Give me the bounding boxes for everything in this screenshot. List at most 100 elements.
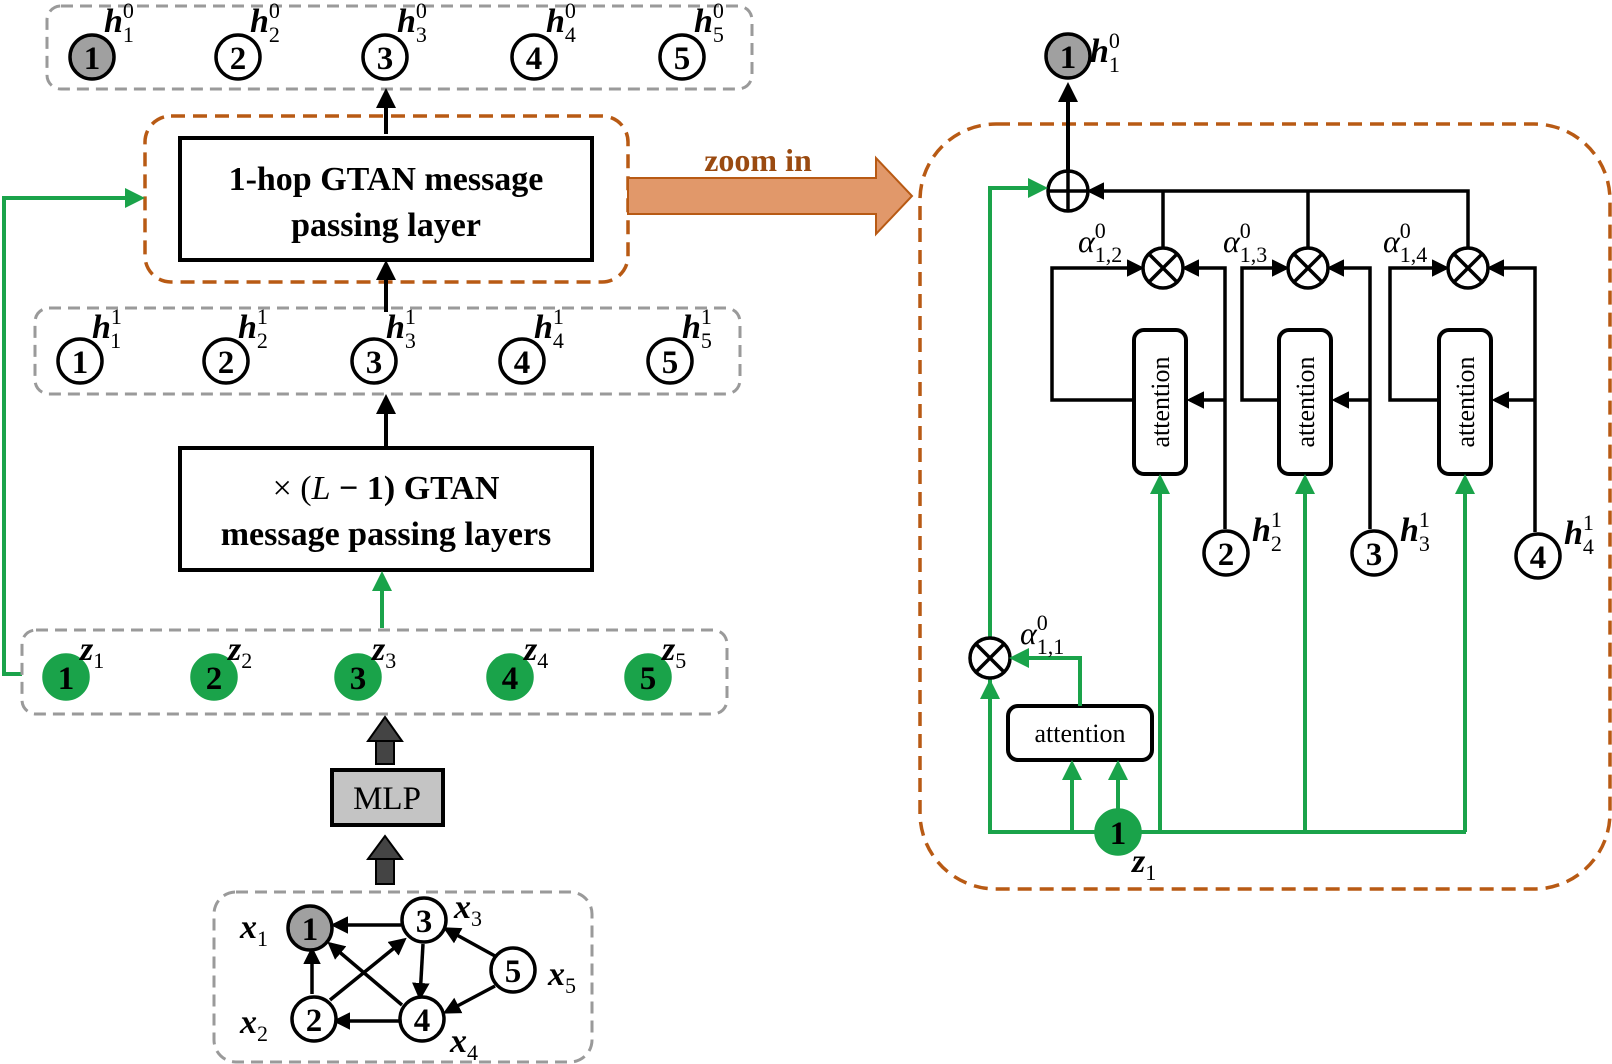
z-node-2-num: 2 [206,661,223,697]
neighbor-feed-2 [1181,259,1227,529]
gtan-layers-box [178,446,594,572]
neighbor-node-4: 4 [1514,532,1562,580]
mid-node-2-num: 2 [218,345,235,381]
gtan-line1: × (L − 1) GTAN [273,470,500,507]
output-node: 1 [1044,32,1092,80]
thick-arrow-graph-to-mlp [366,834,404,885]
self-path-to-sum [988,178,1096,834]
z-node-3: 3 [334,653,382,701]
gtan-line2: message passing layers [221,516,552,553]
self-label: z1 [1131,843,1156,885]
mid-node-2: 2 [202,337,250,385]
top-node-2: 2 [214,33,262,81]
graph-node-1: 1 [286,904,334,952]
neighbor-feed-3 [1326,259,1372,529]
top-node-3-num: 3 [377,41,394,77]
top-node-4-num: 4 [526,41,543,77]
graph-node-4-num: 4 [414,1003,431,1039]
multiply-icon-4 [1446,246,1490,290]
zoom-in-arrow [627,155,914,237]
z-node-4: 4 [486,653,534,701]
mid-node-4-num: 4 [514,345,531,381]
z-label-3: z3 [371,631,396,673]
mid-node-3-num: 3 [366,345,383,381]
neighbor-node-4-num: 4 [1530,540,1547,576]
neighbor-node-2: 2 [1202,529,1250,577]
z-row-container [20,628,729,716]
graph-node-2-num: 2 [306,1003,323,1039]
top-node-1: 1 [68,33,116,81]
mid-node-5: 5 [646,337,694,385]
top-node-2-num: 2 [230,41,247,77]
neighbor-node-3-num: 3 [1366,537,1383,573]
top-row-container [45,4,754,91]
graph-node-5-num: 5 [505,954,522,990]
z-node-5-num: 5 [640,661,657,697]
neighbor-node-2-num: 2 [1218,537,1235,573]
bus-products-to-sum [1086,182,1470,258]
top-node-5: 5 [658,33,706,81]
graph-node-1-num: 1 [302,912,319,948]
multiply-self-icon [968,636,1012,680]
mlp-box [330,768,445,827]
alpha-loop-2 [1050,259,1145,402]
skip-connection-z-to-onehop [2,188,145,676]
top-node-3: 3 [361,33,409,81]
graph-node-5: 5 [489,946,537,994]
z-label-2: z2 [227,631,252,673]
z-node-4-num: 4 [502,661,519,697]
self-attention-label: attention [1035,719,1126,748]
z-node-2: 2 [190,653,238,701]
graph-label-1: x1 [239,909,268,951]
mid-node-5-num: 5 [662,345,679,381]
zoomed-panel [918,122,1612,891]
mid-row-container [33,306,742,396]
mid-node-1: 1 [56,337,104,385]
mlp-label: MLP [353,781,421,817]
multiply-icon-3 [1286,246,1330,290]
attention-label-3: attention [1291,357,1320,448]
multiply-icon-2 [1141,246,1185,290]
graph-label-2: x2 [239,1004,268,1046]
mid-node-4: 4 [498,337,546,385]
attention-label-4: attention [1451,357,1480,448]
z-node-1-num: 1 [58,661,75,697]
thick-arrow-mlp-to-zrow [366,715,404,765]
top-node-1-num: 1 [84,41,101,77]
graph-node-3-num: 3 [416,904,433,940]
graph-node-3: 3 [400,896,448,944]
one-hop-line1: 1-hop GTAN message [229,161,544,198]
z-node-3-num: 3 [350,661,367,697]
self-attention-to-multiply [1009,648,1082,706]
self-node-num: 1 [1110,816,1127,852]
sum-icon [1046,169,1090,213]
input-graph-edges [303,916,496,1030]
z-label-4: z4 [523,631,548,673]
output-node-num: 1 [1060,40,1077,76]
graph-label-3: x3 [453,889,482,931]
